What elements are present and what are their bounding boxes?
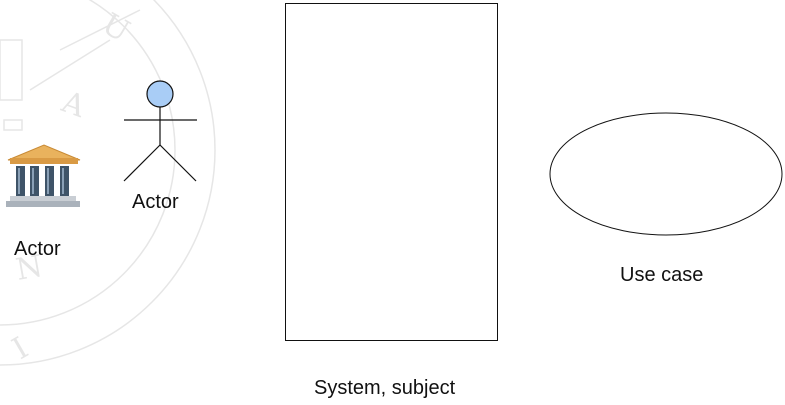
use-case-label: Use case [620,264,704,286]
system-boundary-box [285,3,498,341]
stick-figure-icon [123,80,197,182]
stick-actor-label: Actor [132,191,179,213]
institution-actor-label: Actor [14,238,61,260]
use-case-ellipse [549,112,783,236]
system-label: System, subject [314,377,456,399]
building-columns-icon [6,144,81,207]
